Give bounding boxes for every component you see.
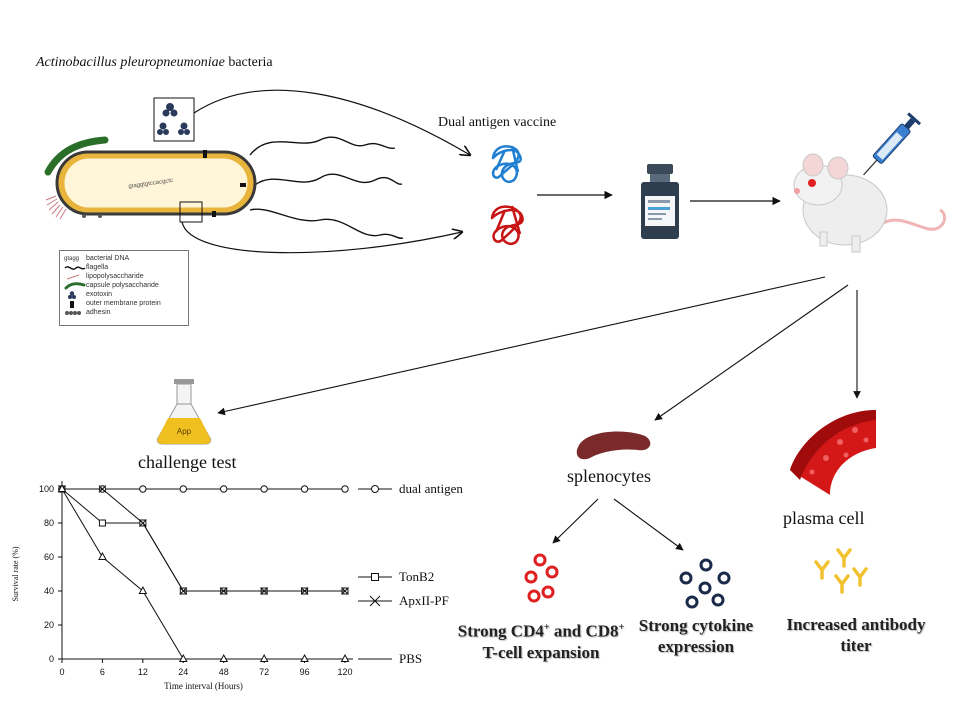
data-point-triangle	[259, 653, 269, 662]
x-axis-label: Time interval (Hours)	[164, 681, 243, 691]
splenocytes-label: splenocytes	[567, 466, 651, 486]
data-point-circle	[139, 485, 147, 493]
data-point-triangle	[178, 653, 188, 662]
red-tcell-cluster-icon	[524, 553, 559, 603]
series-line-triangle	[61, 488, 345, 660]
spleen-icon	[576, 431, 651, 460]
series-line-x	[62, 488, 345, 592]
tcell-result-text: Strong CD4+ and CD8+ T-cell expansion	[457, 621, 625, 662]
data-point-triangle	[57, 483, 67, 492]
exotoxin-symbol-icon	[68, 290, 76, 299]
arrow-spleno-to-tcell	[552, 498, 599, 544]
y-tick-label: 100	[39, 484, 54, 494]
data-point-x	[219, 587, 228, 595]
app-flask-icon: App	[156, 379, 212, 445]
legend-marker-circle	[371, 485, 379, 493]
arrow-exotoxin-to-antigen	[193, 89, 470, 155]
blood-vessel-icon	[790, 410, 876, 495]
x-tick-label: 120	[337, 667, 352, 677]
data-point-triangle	[300, 653, 309, 662]
membrane-inset-box	[179, 201, 203, 223]
legend-item-capsule: capsule polysaccharide	[64, 281, 159, 290]
legend-marker-square	[371, 573, 379, 581]
bacterium-illustration: gtaggtgtccacgctc	[44, 136, 404, 240]
legend-item-adhesin: adhesin	[64, 308, 111, 317]
y-axis-label: Survival rate (%)	[11, 546, 20, 601]
legend-item-lps: lipopolysaccharide	[64, 272, 144, 281]
series-label: dual antigen	[399, 481, 463, 496]
arrow-membrane-to-antigen	[181, 221, 462, 254]
antibody-result-text: Increased antibody titer	[786, 615, 926, 655]
antibody-icon	[814, 548, 868, 594]
vaccine-vial-icon	[641, 164, 679, 239]
data-point-x	[98, 485, 107, 493]
data-point-circle	[300, 485, 309, 493]
flask-label: App	[177, 427, 192, 436]
legend-item-omp: outer membrane protein	[64, 299, 161, 308]
data-point-circle	[220, 485, 228, 493]
adhesin-symbol-icon	[65, 310, 81, 315]
lipopolysaccharide	[45, 195, 67, 220]
species-name: Actinobacillus pleuropneumoniae	[36, 55, 225, 70]
data-point-x	[341, 587, 349, 595]
challenge-label: challenge test	[138, 452, 237, 472]
data-point-circle	[260, 485, 268, 493]
data-point-circle	[179, 485, 187, 493]
arrow-mouse-to-challenge	[217, 276, 826, 416]
y-tick-label: 0	[49, 654, 54, 664]
capsule-polysaccharide	[44, 136, 109, 176]
x-tick-label: 24	[178, 667, 188, 677]
capsule-symbol-icon	[64, 281, 86, 289]
y-tick-label: 60	[44, 552, 54, 562]
exotoxin-inset	[153, 97, 195, 142]
series-label: TonB2	[399, 569, 434, 584]
x-tick-label: 12	[138, 667, 148, 677]
flagella-symbol-icon	[64, 265, 86, 270]
cytokine-result-text: Strong cytokine expression	[638, 616, 754, 656]
x-tick-label: 48	[219, 667, 229, 677]
legend-symbol-dna: gtagg	[64, 255, 80, 262]
data-point-x	[260, 587, 268, 595]
data-point-triangle	[219, 653, 229, 662]
navy-cytokine-cluster-icon	[679, 558, 731, 609]
arrow-spleno-to-cytokine	[613, 498, 684, 551]
legend-item-flagella: flagella	[64, 263, 108, 272]
red-antigen-icon	[490, 205, 524, 246]
series-label: ApxII-PF	[399, 593, 449, 608]
data-point-circle	[341, 485, 349, 493]
syringe-icon	[863, 112, 922, 176]
flagella	[249, 136, 404, 240]
blue-antigen-icon	[491, 145, 522, 184]
data-point-triangle	[138, 585, 148, 594]
legend-item-exotoxin: exotoxin	[64, 290, 112, 299]
x-tick-label: 0	[59, 667, 64, 677]
data-point-square	[98, 519, 106, 527]
legend-item-dna: gtagg bacterial DNA	[64, 255, 130, 262]
x-tick-label: 72	[259, 667, 269, 677]
data-point-x	[300, 587, 309, 595]
data-point-x	[179, 587, 188, 595]
plasma-cell-label: plasma cell	[783, 508, 865, 528]
series-line-square	[61, 488, 345, 592]
data-point-triangle	[340, 653, 350, 662]
legend-box: gtagg bacterial DNA flagella lipopolysac…	[59, 250, 189, 326]
data-point-x	[139, 519, 147, 527]
y-tick-label: 20	[44, 620, 54, 630]
vaccine-label: Dual antigen vaccine	[438, 115, 557, 130]
title-suffix: bacteria	[224, 55, 273, 70]
page-title: Actinobacillus pleuropneumoniae bacteria	[36, 55, 273, 71]
series-label: PBS	[399, 651, 422, 666]
y-tick-label: 80	[44, 518, 54, 528]
legend-marker-x	[369, 595, 381, 607]
y-tick-label: 40	[44, 586, 54, 596]
omp-symbol-icon	[70, 300, 74, 308]
mouse-icon	[793, 153, 947, 253]
lps-symbol-icon	[66, 274, 80, 279]
x-tick-label: 96	[300, 667, 310, 677]
data-point-triangle	[98, 551, 107, 560]
arrow-mouse-to-spleen	[654, 284, 849, 421]
x-tick-label: 6	[100, 667, 105, 677]
